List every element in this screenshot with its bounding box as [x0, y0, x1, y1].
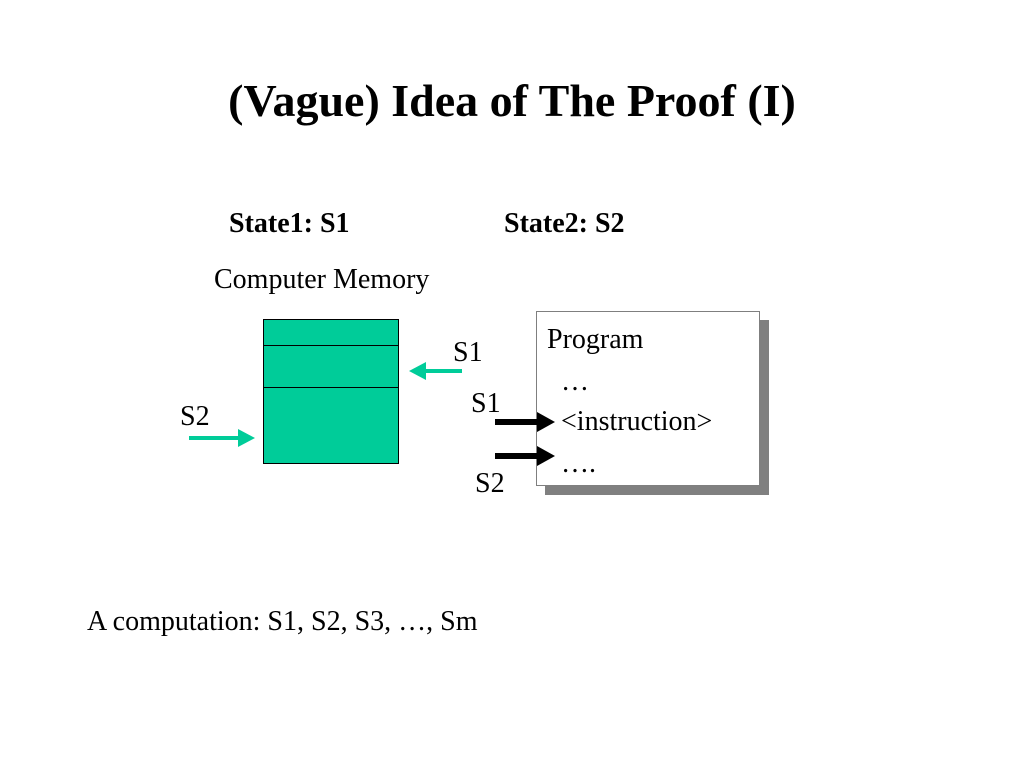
- memory-in-label: S1: [453, 337, 483, 368]
- state1-label: State1: S1: [229, 208, 350, 239]
- program-box: Program … <instruction> ….: [536, 311, 760, 486]
- program-line: …: [547, 366, 589, 397]
- memory-block: [263, 319, 399, 464]
- memory-cell-divider: [264, 345, 398, 346]
- memory-label: Computer Memory: [214, 264, 430, 295]
- memory-output-arrow: [189, 429, 255, 447]
- program-line: <instruction>: [547, 406, 713, 437]
- computation-text: A computation: S1, S2, S3, …, Sm: [87, 606, 478, 637]
- pointer-after-label: S2: [475, 468, 505, 499]
- memory-out-label: S2: [180, 401, 210, 432]
- program-line: Program: [547, 324, 644, 355]
- pointer-s1-arrow: [495, 412, 555, 432]
- pointer-s2-arrow: [495, 446, 555, 466]
- memory-cell-divider: [264, 387, 398, 388]
- program-line: ….: [547, 448, 596, 479]
- memory-input-arrow: [409, 362, 462, 380]
- slide-title: (Vague) Idea of The Proof (I): [228, 75, 796, 126]
- state2-label: State2: S2: [504, 208, 625, 239]
- pointer-before-label: S1: [471, 388, 501, 419]
